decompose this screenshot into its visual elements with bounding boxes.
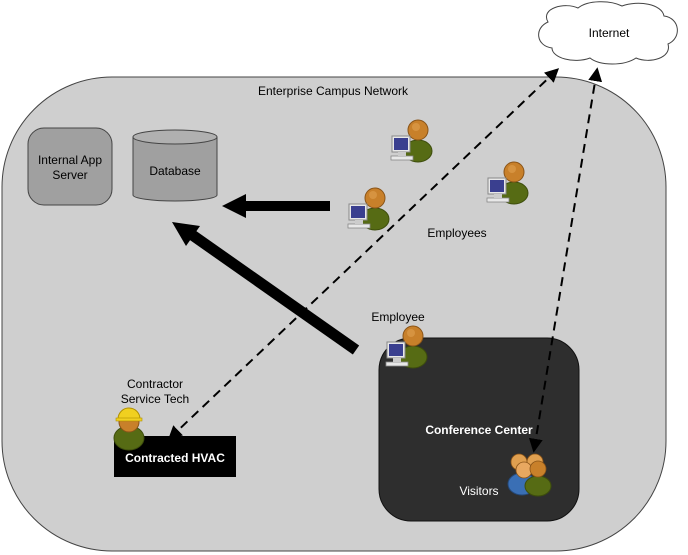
visitors-internet-dashed-link (528, 67, 603, 453)
app-server-label-line2: Server (52, 168, 87, 182)
internet-label: Internet (589, 26, 630, 40)
employees-label: Employees (427, 226, 486, 240)
employee-node[interactable]: Employee (371, 310, 428, 369)
contractor-label-line2: Service Tech (121, 392, 189, 406)
visitors-node[interactable]: Visitors (459, 453, 552, 498)
contractor-node[interactable]: Contractor Service Tech (113, 377, 189, 451)
database-label: Database (149, 164, 201, 178)
internal-app-server[interactable]: Internal App Server (27, 127, 113, 206)
database-top (132, 129, 218, 145)
visitors-group-icon (507, 453, 552, 497)
internet-cloud[interactable]: Internet (538, 1, 678, 65)
app-server-box (27, 127, 113, 206)
app-server-label-line1: Internal App (38, 153, 102, 167)
conference-center-label: Conference Center (425, 423, 533, 437)
campus-label: Enterprise Campus Network (258, 84, 409, 98)
cloud-shape (538, 1, 678, 65)
contractor-label-line1: Contractor (127, 377, 183, 391)
employee-label: Employee (371, 310, 425, 324)
visitors-label: Visitors (459, 484, 498, 498)
employees-group[interactable]: Employees (347, 119, 529, 240)
hvac-label: Contracted HVAC (125, 451, 225, 465)
database[interactable]: Database (132, 129, 218, 202)
contractor-hardhat-person-icon (113, 407, 145, 451)
